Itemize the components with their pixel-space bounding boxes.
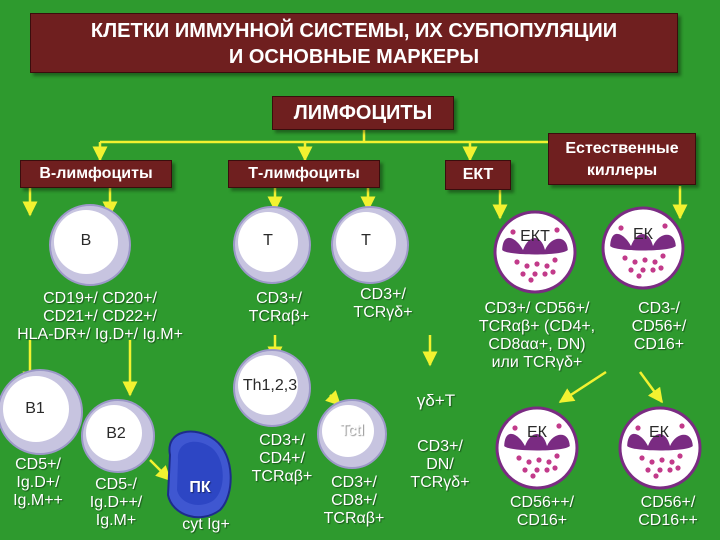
ekt-markers: CD3+/ CD56+/ TCRαβ+ (CD4+, CD8αα+, DN) и… [478,300,596,371]
th-markers: CD3+/ CD4+/ TCRαβ+ [251,432,313,485]
tctl-label: Tctl [340,422,364,439]
cell-t1-label: Т [263,232,273,249]
cell-b-label: В [80,232,92,249]
cell-th-body [233,349,311,427]
b2-markers: CD5-/ Ig.D++/ Ig.M+ [89,476,143,529]
cell-b-body [49,204,131,286]
lymphocyte-cells [0,204,409,473]
cell-ek-right-body [618,406,702,490]
t-gd-markers: CD3+/ TCRγδ+ [353,286,413,321]
title-line-2: И ОСНОВНЫЕ МАРКЕРЫ [228,46,480,68]
cell-ekt-body [493,210,577,294]
lymphocyte-tree [92,130,567,162]
b-lymphocytes-box: В-лимфоциты [20,160,172,188]
cell-ek-mid-label: ЕК [527,424,547,441]
pk-markers: cyt Ig+ [182,516,230,533]
ekt-box: ЕКТ [445,160,511,190]
title-box: КЛЕТКИ ИММУННОЙ СИСТЕМЫ, ИХ СУБПОПУЛЯЦИИ… [30,13,678,73]
cell-th-label: Th1,2,3 [242,377,298,394]
gd-t-label: γδ+T [416,391,456,410]
cell-t2-body [331,206,409,284]
ek-mid-markers: CD56++/ CD16+ [509,494,575,529]
cell-ek-top-label: ЕК [633,226,653,243]
cell-t1-body [233,206,311,284]
cell-b2-label: В2 [106,425,126,442]
ek-top-markers: CD3-/ CD56+/ CD16+ [631,300,687,353]
plasma-cell-body [166,430,232,519]
cell-b1-body [0,369,83,455]
cell-b1-label: В1 [25,400,45,417]
t-lymphocytes-box: Т-лимфоциты [228,160,380,188]
cell-pk-label: ПК [189,479,211,496]
cell-b2-body [81,399,155,473]
b-markers: CD19+/ CD20+/ CD21+/ CD22+/ HLA-DR+/ Ig.… [17,290,183,343]
nk-cells [493,206,702,490]
b1-markers: CD5+/ Ig.D+/ Ig.M++ [13,456,63,509]
t-ab-markers: CD3+/ TCRαβ+ [248,290,310,325]
cell-ek-top-body [601,206,685,290]
tctl-markers: CD3+/ CD8+/ TCRαβ+ [323,474,385,527]
gd-markers: CD3+/ DN/ TCRγδ+ [410,438,470,491]
cell-t2-label: Т [361,232,371,249]
title-line-1: КЛЕТКИ ИММУННОЙ СИСТЕМЫ, ИХ СУБПОПУЛЯЦИИ [90,20,618,42]
cell-ekt-label: ЕКТ [520,228,550,245]
nk-box: Естественные киллеры [548,133,696,185]
lymphocytes-box: ЛИМФОЦИТЫ [272,96,454,130]
cell-ek-right-label: ЕК [649,424,669,441]
ek-right-markers: CD56+/ CD16++ [638,494,698,529]
cell-tctl-body [317,399,387,469]
cell-ek-mid-body [495,406,579,490]
